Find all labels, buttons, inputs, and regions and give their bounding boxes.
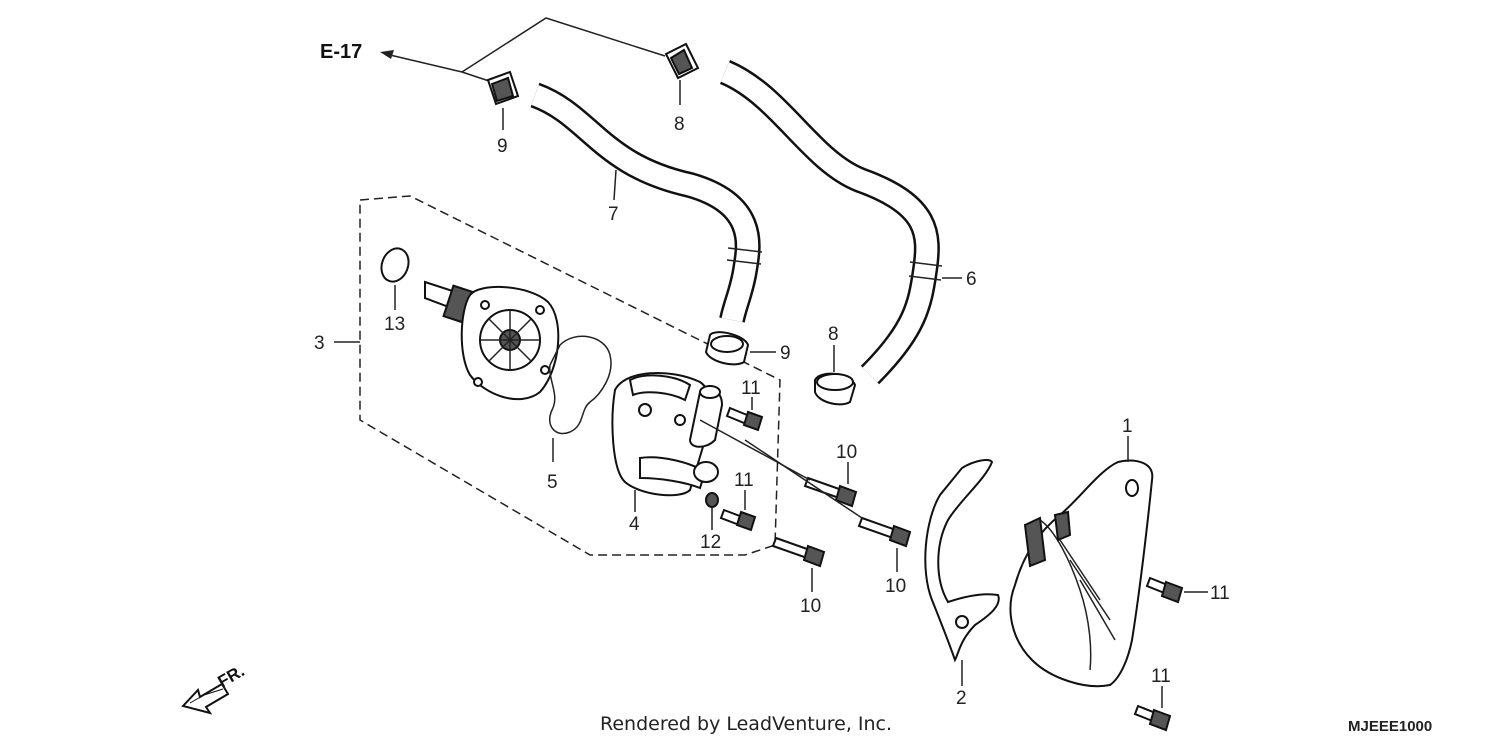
leader-7	[613, 169, 617, 201]
callout-4: 4	[629, 514, 640, 535]
callout-8-top: 8	[674, 114, 685, 135]
ref-arrow-line	[389, 54, 463, 73]
callout-10-a: 10	[836, 442, 857, 463]
bolt-11-lower	[719, 508, 757, 532]
callout-7: 7	[608, 204, 619, 225]
callout-11-cover-upper: 11	[1210, 583, 1230, 604]
ref-leader-9	[461, 71, 493, 83]
callout-10-c: 10	[800, 596, 821, 617]
diagram-code: MJEEE1000	[1348, 718, 1432, 735]
bolt-10-a	[803, 476, 858, 508]
callout-11-cover-lower: 11	[1151, 666, 1171, 687]
callout-2: 2	[956, 688, 967, 709]
callout-11-upper: 11	[741, 378, 761, 399]
ref-leader-top	[461, 17, 666, 73]
guide-line-1	[699, 419, 811, 481]
water-hose-7	[530, 82, 763, 323]
footer-credit: Rendered by LeadVenture, Inc.	[600, 713, 892, 735]
ref-arrow-head	[380, 50, 394, 59]
bolt-10-c	[771, 536, 826, 568]
o-ring-13	[380, 247, 410, 283]
callout-9-lower: 9	[780, 343, 791, 364]
impeller-assembly	[424, 280, 560, 401]
pump-cover-1	[1009, 459, 1154, 688]
assembly-outline	[359, 195, 781, 556]
callout-9-top: 9	[497, 136, 508, 157]
front-direction-arrow	[181, 682, 230, 715]
cover-gasket-2	[924, 459, 1000, 663]
callout-3: 3	[314, 333, 325, 354]
gasket-hole	[955, 615, 969, 629]
callout-8-lower: 8	[828, 324, 839, 345]
water-hose-6	[719, 60, 943, 385]
guide-line-2	[744, 439, 863, 519]
pump-cover-4	[611, 372, 724, 497]
callout-1: 1	[1122, 416, 1133, 437]
bolt-11-cover-upper	[1145, 576, 1184, 604]
callout-10-b: 10	[885, 576, 906, 597]
hose-clamp-8-lower	[814, 372, 857, 406]
reference-e17: E-17	[320, 41, 362, 63]
o-ring-12	[705, 492, 719, 508]
bolt-10-b	[857, 516, 912, 548]
callout-12: 12	[700, 532, 721, 553]
callout-13: 13	[384, 314, 405, 335]
bolt-11-upper	[725, 406, 764, 432]
bolt-11-cover-lower	[1133, 704, 1172, 732]
callout-5: 5	[547, 472, 558, 493]
callout-11-lower: 11	[734, 470, 754, 491]
hose-clamp-9-lower	[704, 331, 750, 366]
callout-6: 6	[966, 269, 977, 290]
hose-clamp-9-top	[486, 70, 520, 106]
hose-clamp-8-top	[664, 42, 700, 80]
gasket-5	[549, 335, 612, 435]
